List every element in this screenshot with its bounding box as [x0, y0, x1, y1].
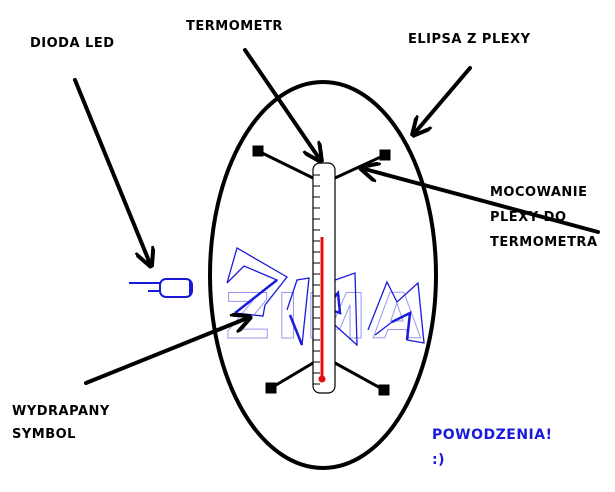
mercury-bulb [318, 375, 326, 383]
label-led: DIODA LED [30, 36, 115, 51]
label-mount-3: TERMOMETRA [490, 235, 598, 250]
label-mount-2: PLEXY DO [490, 210, 567, 225]
label-ellipse: ELIPSA Z PLEXY [408, 32, 531, 47]
thermometer [312, 162, 336, 394]
smiley-text: :) [432, 452, 445, 468]
good-luck-text: POWODZENIA! [432, 427, 553, 443]
led-diode-icon [129, 278, 193, 298]
label-symbol-2: SYMBOL [12, 427, 76, 442]
pointer-arrows [73, 48, 600, 385]
label-mount-1: MOCOWANIE [490, 185, 588, 200]
label-symbol-1: WYDRAPANY [12, 404, 110, 419]
plexi-ellipse [208, 80, 438, 470]
label-thermometer: TERMOMETR [186, 19, 283, 34]
